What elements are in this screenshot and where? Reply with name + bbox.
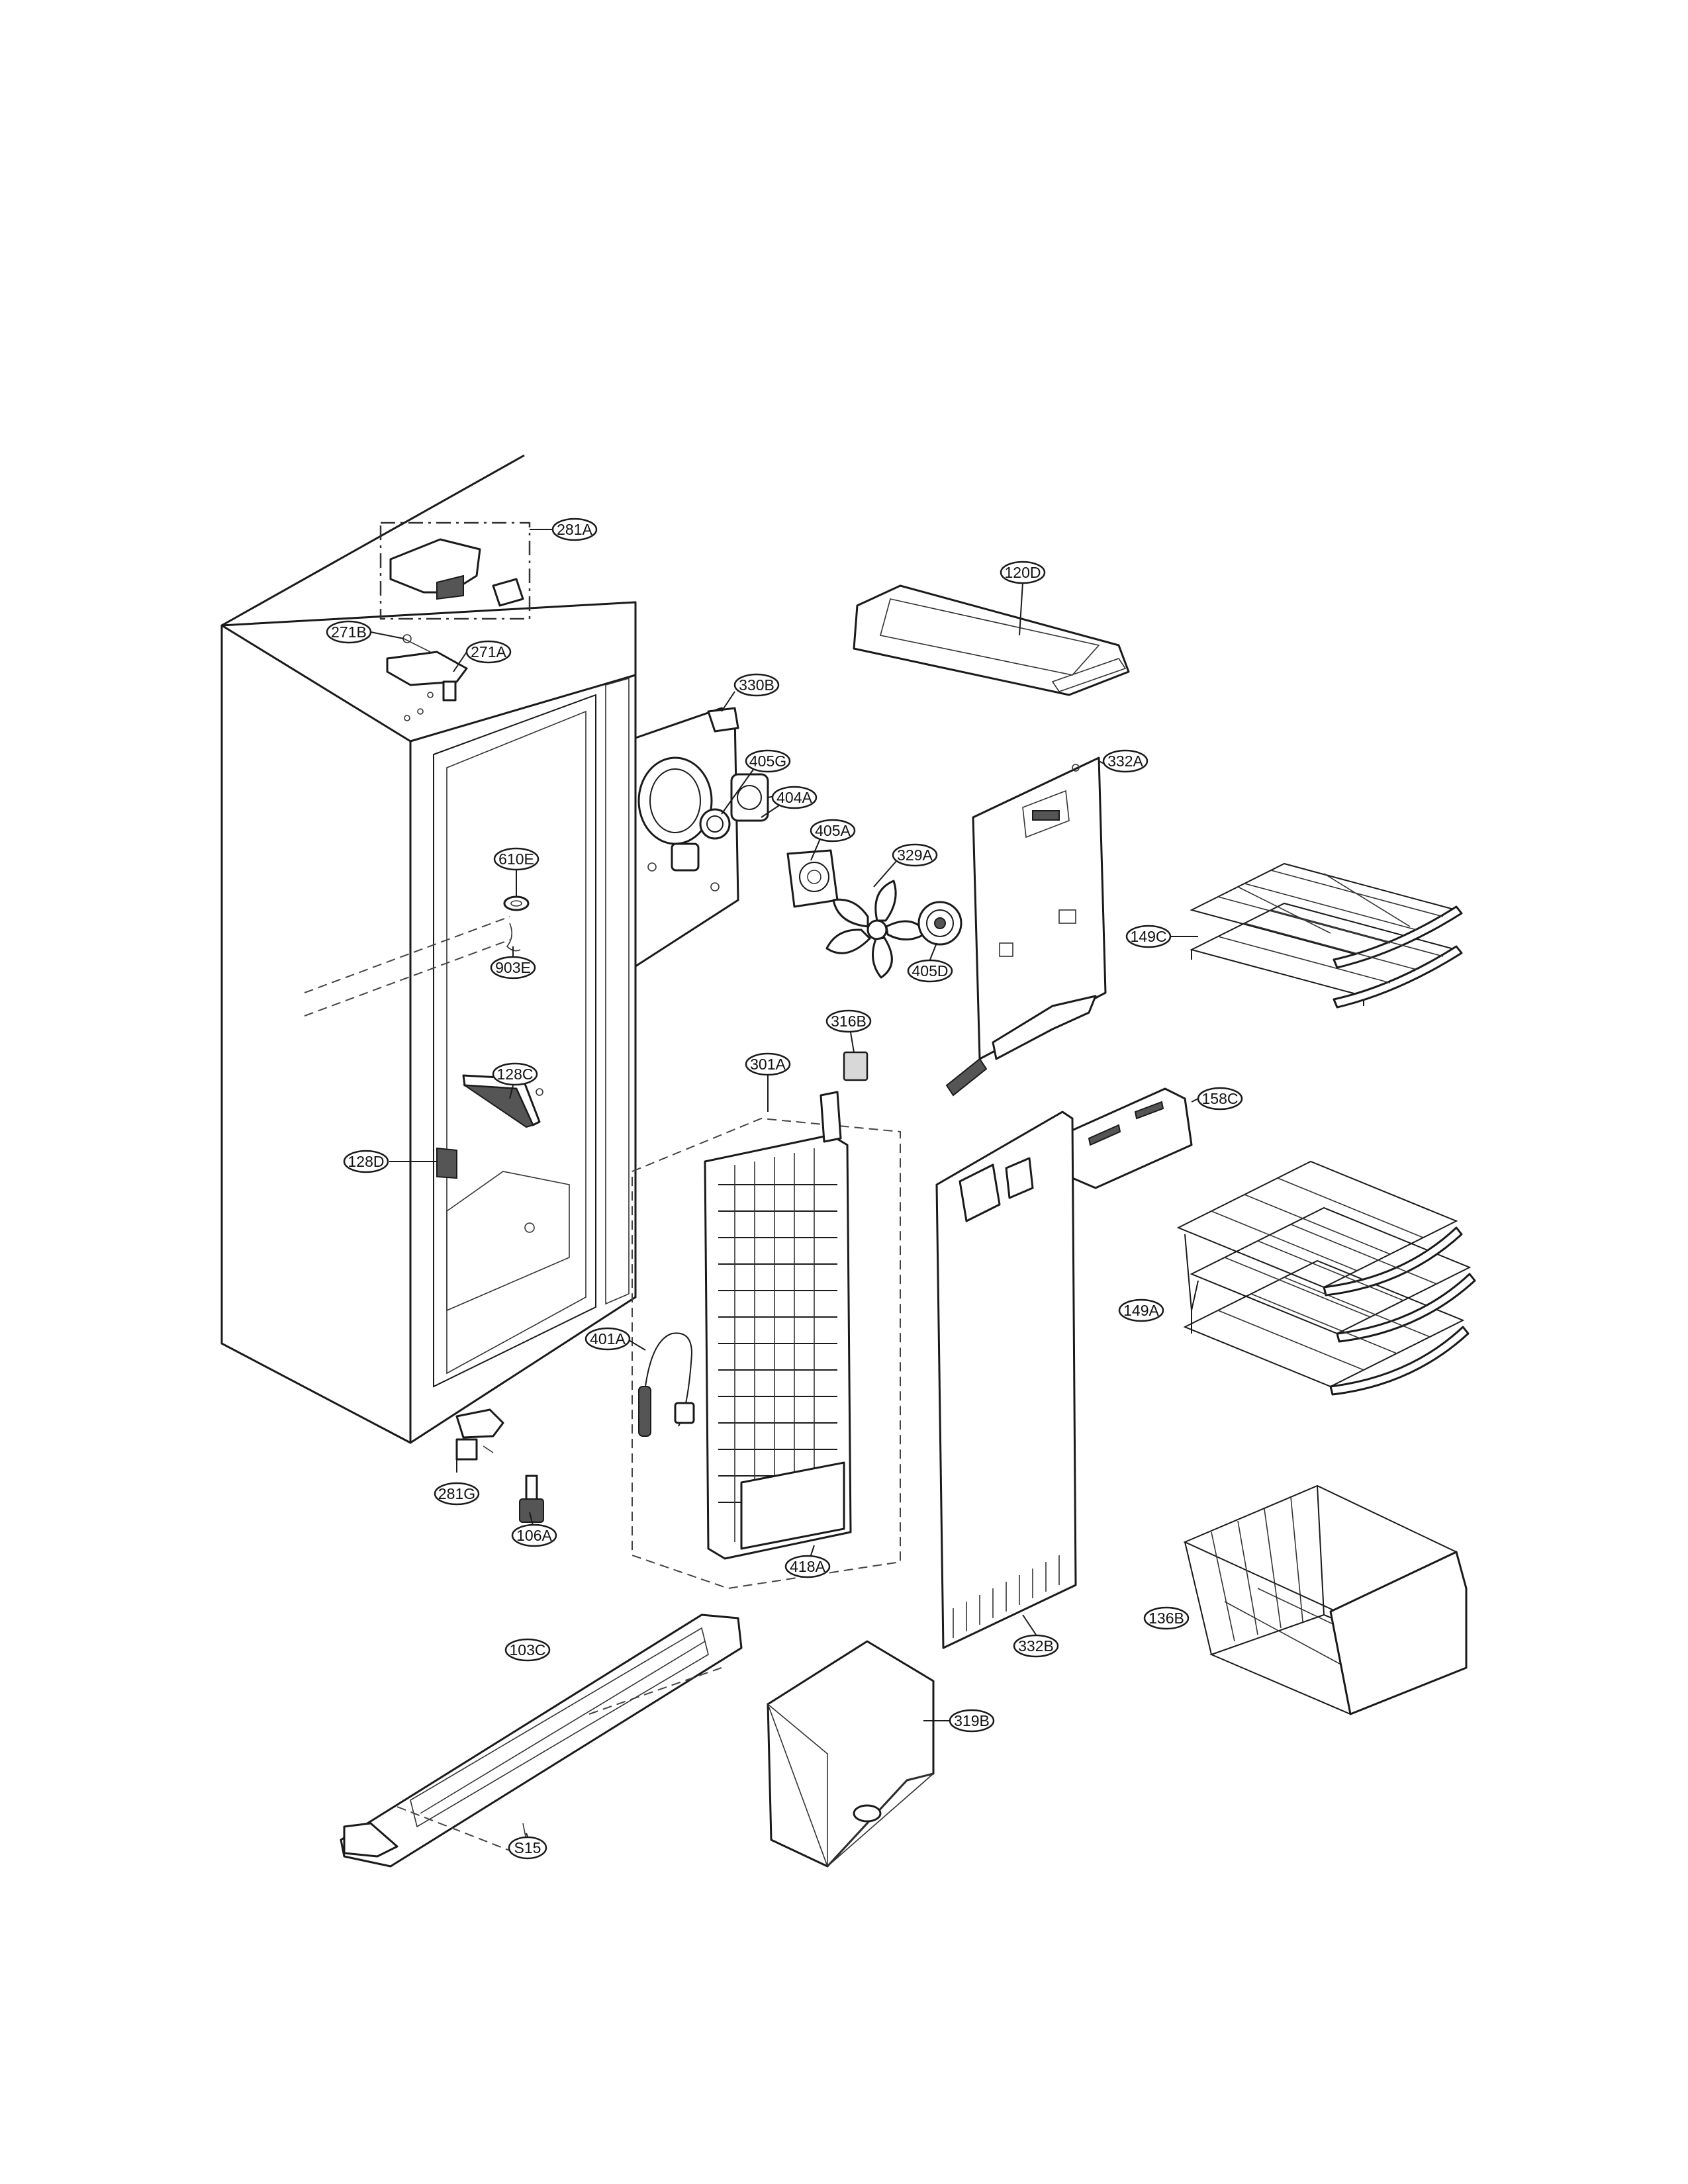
callout-271A-label: 271A [471,643,506,660]
callout-332A-label: 332A [1107,752,1143,770]
callout-332B-label: 332B [1018,1637,1054,1655]
part-332A-evaporator-cover [945,756,1107,1097]
part-401A-wire-harness [638,1332,695,1437]
callout-316B-label: 316B [831,1013,867,1030]
callout-106A: 106A [511,1524,557,1547]
callout-903E: 903E [490,956,536,979]
callout-405D: 405D [907,959,953,983]
part-405A-motor-mount [786,849,839,908]
callout-610E-label: 610E [498,850,534,868]
callout-301A-label: 301A [750,1056,786,1073]
callout-S15-label: S15 [514,1839,541,1856]
callout-332A: 332A [1102,749,1149,773]
callout-610E: 610E [493,847,539,871]
callout-S15: S15 [508,1836,547,1860]
callout-149C: 149C [1125,925,1172,948]
callout-128D: 128D [343,1150,389,1173]
part-405D-motor-bushing [917,901,962,946]
callout-330B: 330B [733,673,780,697]
callout-128D-label: 128D [348,1153,385,1170]
callout-271B-label: 271B [331,623,367,641]
part-149A-wire-shelves [1176,1160,1476,1396]
part-330B-fan-shroud [634,707,739,968]
callout-120D: 120D [1000,561,1046,584]
callout-103C-label: 103C [510,1641,546,1659]
part-610E-lamp-socket [503,895,530,952]
part-103C-base-grille [340,1614,743,1868]
callout-405G: 405G [745,749,791,773]
callout-271B: 271B [326,620,372,644]
part-332B-freezer-back-panel [935,1111,1077,1649]
callout-329A: 329A [892,843,938,867]
callout-316B: 316B [825,1009,872,1033]
callout-405A: 405A [810,819,856,842]
callout-330B-label: 330B [739,676,774,694]
refrigerator-cabinet [220,454,637,1444]
callout-281G-label: 281G [438,1485,475,1502]
callout-149A-label: 149A [1123,1302,1159,1319]
callout-404A-label: 404A [776,789,812,806]
callout-128C-label: 128C [497,1066,534,1083]
part-120D-duct-cover [853,584,1130,696]
part-316B-thermistor [843,1051,868,1081]
callout-404A: 404A [771,786,818,809]
callout-136B-label: 136B [1149,1610,1184,1627]
callout-281A-label: 281A [557,521,592,538]
callout-281G: 281G [434,1482,480,1506]
part-404A-fan-motor [730,773,785,822]
callout-158C: 158C [1197,1087,1243,1111]
part-329A-fan-blade [825,880,927,979]
part-106A-leveling-leg [519,1475,544,1523]
callout-903E-label: 903E [495,959,531,976]
part-271A-hinge [386,634,468,702]
callout-128C: 128C [492,1062,538,1086]
part-281G-lower-hinge [455,1408,504,1461]
callout-301A: 301A [745,1052,791,1076]
part-319B-drain-cover [767,1640,935,1868]
callout-103C: 103C [504,1638,551,1662]
callout-149A: 149A [1118,1298,1164,1322]
callout-418A-label: 418A [790,1558,825,1575]
callout-149C-label: 149C [1131,928,1167,945]
callout-405D-label: 405D [912,962,949,979]
part-149C-wire-shelves [1190,862,1463,1009]
leader-lines [370,529,1199,1837]
callout-271A: 271A [465,640,512,664]
callout-136B: 136B [1143,1606,1190,1630]
callout-401A-label: 401A [590,1330,626,1347]
callout-418A: 418A [784,1555,831,1578]
callout-120D-label: 120D [1005,564,1041,581]
callout-405A-label: 405A [815,822,851,839]
part-405G-damper [699,808,731,840]
callout-401A: 401A [585,1327,631,1351]
callout-405G-label: 405G [749,752,786,770]
callout-106A-label: 106A [516,1527,552,1544]
part-128D-bracket [436,1147,457,1179]
part-281A-control-housing [379,522,531,620]
part-136B-wire-basket [1183,1484,1468,1715]
callout-319B-label: 319B [954,1712,990,1729]
callout-281A: 281A [551,518,598,541]
callout-332B: 332B [1013,1634,1059,1658]
part-301A-evaporator [632,1091,901,1590]
callout-158C-label: 158C [1202,1090,1239,1107]
callout-319B: 319B [949,1709,995,1733]
callout-329A-label: 329A [897,846,933,864]
